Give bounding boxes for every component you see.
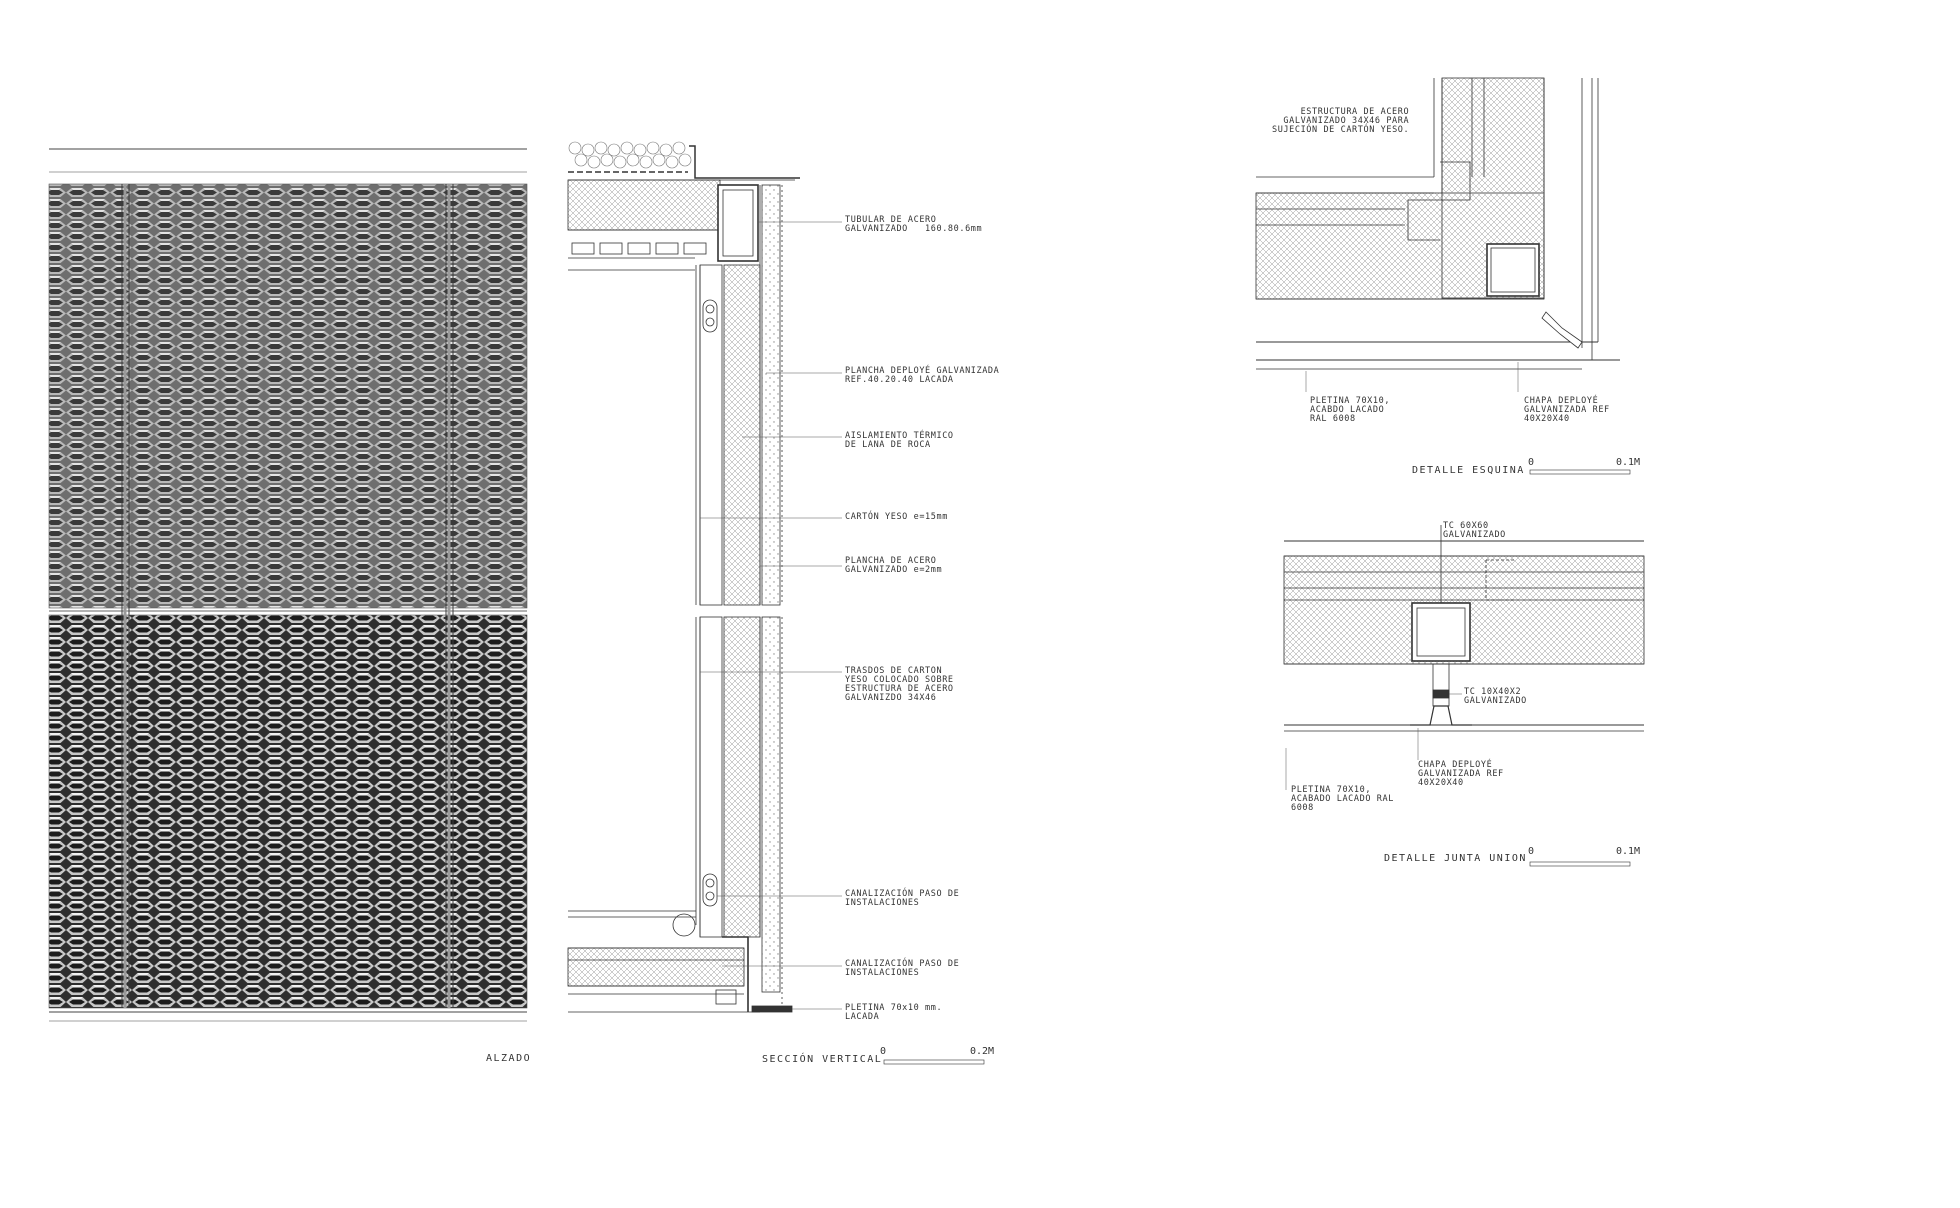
detalle-esquina-detail <box>1255 77 1631 475</box>
label-pletina: PLETINA 70x10 mm. LACADA <box>845 1003 943 1022</box>
label-tubular-acero: TUBULAR DE ACERO GALVANIZADO 160.80.6mm <box>845 215 983 234</box>
esquina-scale-start: 0 <box>1528 457 1535 468</box>
alzado-title: ALZADO <box>486 1053 532 1064</box>
label-plancha-deploye: PLANCHA DEPLOYÉ GALVANIZADA REF.40.20.40… <box>845 366 1000 385</box>
detalle-junta-detail <box>1283 525 1645 867</box>
label-pletina-esquina: PLETINA 70X10, ACABDO LACADO RAL 6008 <box>1310 396 1391 424</box>
label-canalizacion-2: CANALIZACIÓN PASO DE INSTALACIONES <box>845 959 960 978</box>
label-pletina-junta: PLETINA 70X10, ACABADO LACADO RAL 6008 <box>1291 785 1394 813</box>
alzado-elevation <box>48 148 528 1022</box>
label-chapa-esquina: CHAPA DEPLOYÉ GALVANIZADA REF 40X20X40 <box>1524 396 1610 424</box>
esquina-scale-end: 0.1M <box>1616 457 1641 468</box>
label-estructura-acero: ESTRUCTURA DE ACERO GALVANIZADO 34X46 PA… <box>1272 107 1410 135</box>
label-trasdos: TRASDOS DE CARTON YESO COLOCADO SOBRE ES… <box>845 666 954 703</box>
label-tc-10x40: TC 10X40X2 GALVANIZADO <box>1464 687 1527 706</box>
label-plancha-acero: PLANCHA DE ACERO GALVANIZADO e=2mm <box>845 556 943 575</box>
label-carton-yeso: CARTÓN YESO e=15mm <box>845 512 948 522</box>
junta-scale-end: 0.1M <box>1616 846 1641 857</box>
seccion-scale-end: 0.2M <box>970 1046 995 1057</box>
junta-title: DETALLE JUNTA UNION <box>1384 853 1527 864</box>
label-canalizacion-1: CANALIZACIÓN PASO DE INSTALACIONES <box>845 889 960 908</box>
junta-scale-start: 0 <box>1528 846 1535 857</box>
label-chapa-junta: CHAPA DEPLOYÉ GALVANIZADA REF 40X20X40 <box>1418 760 1504 788</box>
esquina-title: DETALLE ESQUINA <box>1412 465 1525 476</box>
seccion-vertical-section <box>567 141 985 1065</box>
seccion-title: SECCIÓN VERTICAL <box>762 1054 883 1065</box>
label-aislamiento: AISLAMIENTO TÉRMICO DE LANA DE ROCA <box>845 431 954 450</box>
seccion-scale-start: 0 <box>880 1046 887 1057</box>
label-tc-60x60: TC 60X60 GALVANIZADO <box>1443 521 1506 540</box>
